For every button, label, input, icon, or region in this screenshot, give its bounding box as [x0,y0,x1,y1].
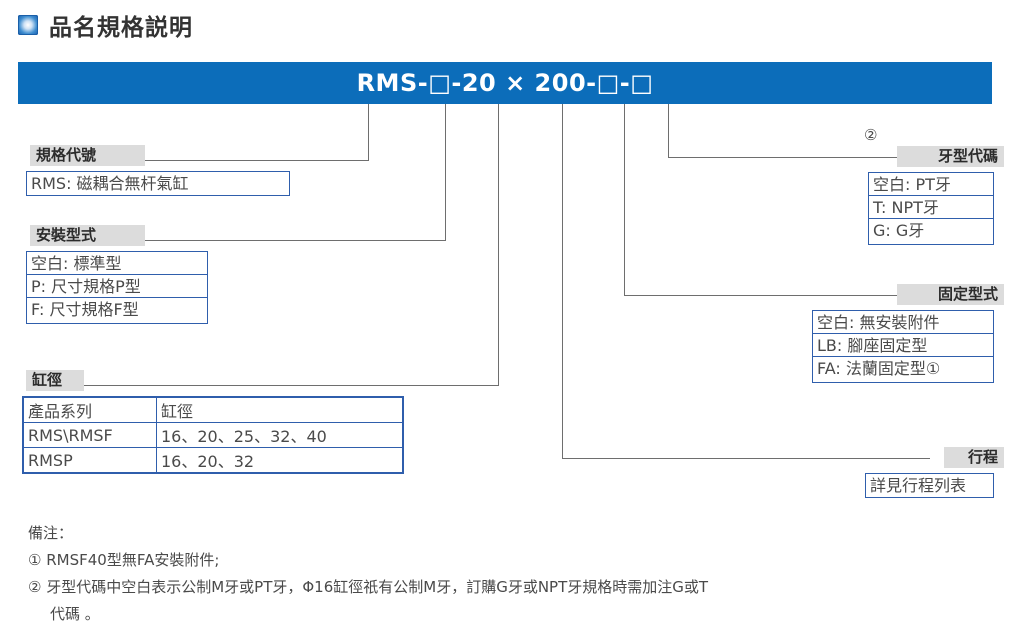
bore-table-header-series: 產品系列 [23,397,157,423]
stroke-option: 詳見行程列表 [870,476,967,495]
mounting-type-option: 空白: 標準型 [27,252,207,275]
leader-line-bore-vertical [498,104,499,386]
bore-table-cell-series: RMSP [23,447,157,473]
table-row-header: 產品系列 缸徑 [23,397,403,423]
leader-line-fixing-horizontal [624,295,901,296]
note-item-2-continued: 代碼 。 [50,605,100,623]
table-row: RMS\RMSF 16、20、25、32、40 [23,422,403,448]
spec-code-option: RMS: 磁耦合無杆氣缸 [31,174,189,193]
thread-code-options-box: 空白: PT牙 T: NPT牙 G: G牙 [868,172,994,245]
fixing-type-option: LB: 腳座固定型 [813,334,993,357]
thread-code-option: G: G牙 [873,221,925,240]
leader-line-stroke-horizontal [562,458,930,459]
page-title-row: 品名規格説明 [18,8,193,42]
mounting-type-options-box: 空白: 標準型 P: 尺寸規格P型 F: 尺寸規格F型 [26,251,208,324]
leader-line-spec-code-vertical [368,104,369,161]
page-title: 品名規格説明 [49,15,193,41]
mounting-type-option: F: 尺寸規格F型 [31,300,139,319]
bore-table-cell-series: RMS\RMSF [23,422,157,448]
notes-block: 備注： ① RMSF40型無FA安裝附件; ② 牙型代碼中空白表示公制M牙或PT… [28,520,978,628]
thread-code-option: 空白: PT牙 [869,173,993,196]
model-code-text: RMS-□-20 × 200-□-□ [356,69,654,97]
note-item-2: ② 牙型代碼中空白表示公制M牙或PT牙，Φ16缸徑祇有公制M牙，訂購G牙或NPT… [28,578,709,596]
table-row: RMSP 16、20、32 [23,447,403,473]
leader-line-stroke-vertical [562,104,563,459]
stroke-options-box: 詳見行程列表 [865,473,994,498]
fixing-type-option: FA: 法蘭固定型① [817,359,941,378]
spec-code-options-box: RMS: 磁耦合無杆氣缸 [26,171,290,196]
leader-line-spec-code-horizontal [133,160,369,161]
section-label-spec-code: 規格代號 [30,145,145,166]
section-label-fixing-type: 固定型式 [897,284,1004,305]
bore-table-header-bore: 缸徑 [156,397,403,423]
leader-line-fixing-vertical [624,104,625,296]
notes-heading: 備注： [28,524,74,542]
leader-line-mounting-horizontal [133,240,446,241]
model-code-bar: RMS-□-20 × 200-□-□ [18,62,992,104]
bore-table: 產品系列 缸徑 RMS\RMSF 16、20、25、32、40 RMSP 16、… [22,396,404,474]
leader-line-bore-horizontal [72,385,499,386]
thread-code-option: T: NPT牙 [869,196,993,219]
leader-line-thread-vertical [668,104,669,158]
note-item-1: ① RMSF40型無FA安裝附件; [28,551,220,569]
leader-line-mounting-vertical [445,104,446,241]
blue-square-icon [18,15,38,35]
mounting-type-option: P: 尺寸規格P型 [27,275,207,298]
leader-line-thread-horizontal [668,157,900,158]
bore-table-cell-values: 16、20、25、32、40 [156,422,403,448]
note-marker-2: ② [864,126,878,144]
section-label-bore: 缸徑 [26,370,84,391]
fixing-type-option: 空白: 無安裝附件 [813,311,993,334]
fixing-type-options-box: 空白: 無安裝附件 LB: 腳座固定型 FA: 法蘭固定型① [812,310,994,383]
section-label-mounting-type: 安裝型式 [30,225,145,246]
section-label-thread-code: 牙型代碼 [897,146,1004,167]
bore-table-cell-values: 16、20、32 [156,447,403,473]
section-label-stroke: 行程 [944,447,1004,468]
